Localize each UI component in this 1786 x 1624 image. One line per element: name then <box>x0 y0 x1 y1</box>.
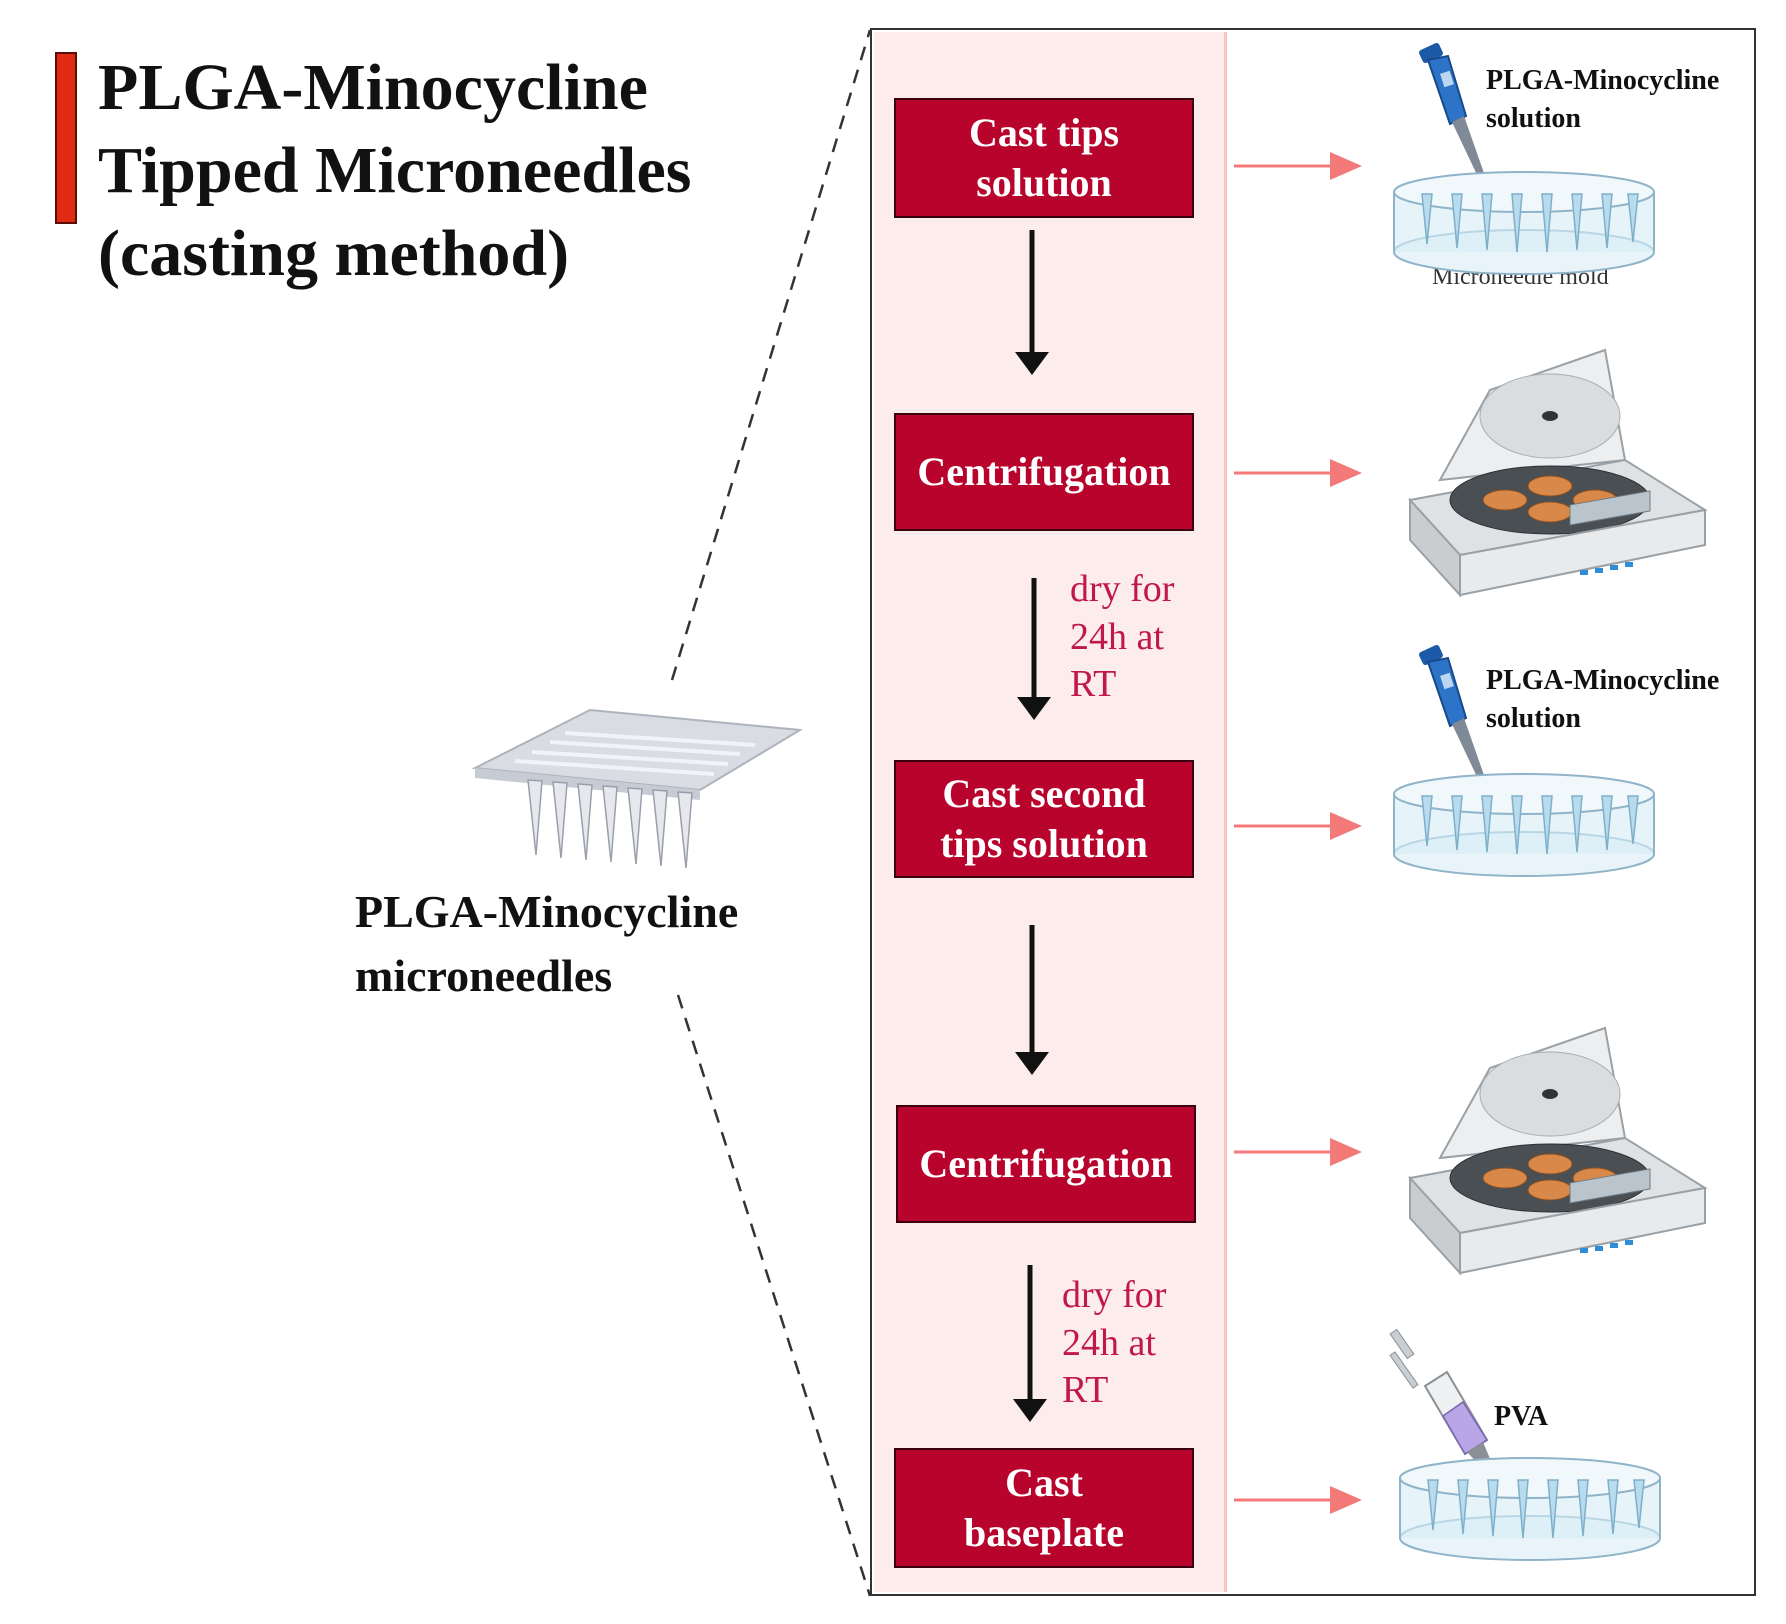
microneedle-mold-icon-3 <box>1399 1457 1661 1561</box>
title-line-3: (casting method) <box>98 217 570 290</box>
microneedle-patch-icon <box>471 708 804 869</box>
pipette-label-1: PLGA-Minocycline solution <box>1486 65 1720 134</box>
dry-note-1: dry for 24h at RT <box>1070 568 1175 705</box>
microneedle-mold-icon <box>1393 171 1655 275</box>
right-arrow-5 <box>1234 1486 1362 1514</box>
syringe-icon <box>1389 1328 1499 1482</box>
pipette-label-2: PLGA-Minocycline solution <box>1486 665 1720 734</box>
process-panel: Cast tips solution Centrifugation Cast s… <box>870 28 1756 1596</box>
down-arrow-1 <box>1015 230 1049 375</box>
step-centrifugation-1: Centrifugation <box>894 413 1194 531</box>
column-divider <box>1224 32 1227 1592</box>
syringe-label: PVA <box>1494 1401 1548 1432</box>
step-cast-tips: Cast tips solution <box>894 98 1194 218</box>
down-arrow-2 <box>1017 578 1051 720</box>
zoom-line-bottom <box>676 994 872 1597</box>
step-cast-second-tips: Cast second tips solution <box>894 760 1194 878</box>
step-centrifugation-2: Centrifugation <box>896 1105 1196 1223</box>
flow-graphics <box>1013 42 1708 1561</box>
microneedle-mold-icon-2 <box>1393 773 1655 877</box>
step-cast-baseplate: Cast baseplate <box>894 1448 1194 1568</box>
title-accent-bar <box>55 52 77 224</box>
centrifuge-icon-2 <box>1408 1026 1708 1276</box>
title-line-2: Tipped Microneedles <box>98 134 692 207</box>
right-arrow-4 <box>1234 1138 1362 1166</box>
dry-note-2: dry for 24h at RT <box>1062 1274 1167 1411</box>
down-arrow-4 <box>1013 1265 1047 1422</box>
title-line-1: PLGA-Minocycline <box>98 51 648 124</box>
down-arrow-3 <box>1015 925 1049 1075</box>
right-arrow-1 <box>1234 152 1362 180</box>
right-arrow-3 <box>1234 812 1362 840</box>
zoom-line-top <box>670 29 872 681</box>
microneedle-label: PLGA-Minocycline microneedles <box>355 886 739 1002</box>
centrifuge-icon <box>1408 348 1708 598</box>
right-arrow-2 <box>1234 459 1362 487</box>
